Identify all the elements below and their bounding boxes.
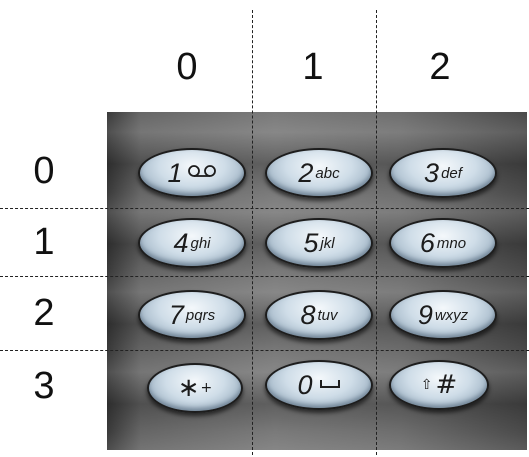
plus-icon: + (200, 380, 213, 396)
key-0-digit: 0 (297, 369, 313, 400)
key-5[interactable]: 5 jkl (265, 218, 373, 268)
row-label-1: 1 (33, 221, 55, 263)
key-8-digit: 8 (300, 299, 316, 330)
key-0[interactable]: 0 (265, 360, 373, 410)
column-label-1: 1 (302, 46, 324, 88)
key-6[interactable]: 6 mno (389, 218, 497, 268)
key-9-letters: wxyz (434, 306, 469, 324)
key-9[interactable]: 9 wxyz (389, 290, 497, 340)
key-2[interactable]: 2 abc (265, 148, 373, 198)
voicemail-icon (187, 164, 217, 182)
key-8-letters: tuv (317, 306, 338, 324)
hash-icon: # (435, 370, 458, 400)
grid-divider-horizontal-1 (0, 208, 529, 209)
key-4[interactable]: 4 ghi (138, 218, 246, 268)
key-9-digit: 9 (417, 299, 433, 330)
key-5-letters: jkl (320, 234, 335, 252)
key-2-digit: 2 (298, 157, 314, 188)
key-hash[interactable]: ⇧ # (389, 360, 489, 410)
column-label-2: 2 (429, 46, 451, 88)
key-3[interactable]: 3 def (389, 148, 497, 198)
key-6-digit: 6 (419, 227, 435, 258)
key-1[interactable]: 1 (138, 148, 246, 198)
key-3-letters: def (441, 164, 462, 182)
key-3-digit: 3 (424, 157, 440, 188)
shift-icon: ⇧ (420, 377, 433, 393)
grid-divider-vertical-2 (376, 10, 377, 455)
asterisk-icon: ∗ (177, 373, 200, 403)
grid-divider-horizontal-2 (0, 276, 529, 277)
grid-divider-vertical-1 (252, 10, 253, 455)
key-5-digit: 5 (303, 227, 319, 258)
key-1-digit: 1 (167, 157, 183, 188)
column-label-0: 0 (176, 46, 198, 88)
key-4-letters: ghi (190, 234, 211, 252)
key-7[interactable]: 7 pqrs (138, 290, 246, 340)
key-6-letters: mno (436, 234, 467, 252)
key-2-letters: abc (315, 164, 340, 182)
key-7-letters: pqrs (185, 306, 216, 324)
key-star[interactable]: ∗ + (147, 363, 243, 413)
grid-divider-horizontal-3 (0, 350, 529, 351)
row-label-3: 3 (33, 365, 55, 407)
key-8[interactable]: 8 tuv (265, 290, 373, 340)
row-label-2: 2 (33, 292, 55, 334)
space-icon (319, 376, 341, 394)
key-4-digit: 4 (173, 227, 189, 258)
key-7-digit: 7 (168, 299, 184, 330)
row-label-0: 0 (33, 150, 55, 192)
